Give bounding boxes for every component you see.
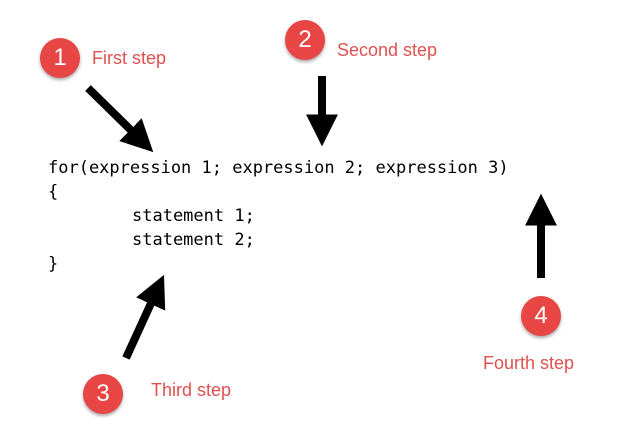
code-line-close-brace: } bbox=[48, 254, 59, 274]
step-4-label: Fourth step bbox=[483, 353, 575, 373]
step-3-badge: 3 bbox=[83, 374, 123, 414]
step-2-badge: 2 bbox=[285, 20, 325, 60]
step-1-label: First step bbox=[92, 48, 167, 68]
step-3-label: Third step bbox=[151, 380, 232, 400]
arrow-step-1 bbox=[85, 85, 154, 153]
code-line-statement-1: statement 1; bbox=[132, 206, 255, 226]
step-2-label: Second step bbox=[337, 40, 438, 60]
code-line-open-brace: { bbox=[48, 182, 59, 202]
step-1-badge: 1 bbox=[40, 38, 80, 78]
code-line-statement-2: statement 2; bbox=[132, 230, 255, 250]
arrow-step-3 bbox=[122, 274, 166, 360]
step-4-badge: 4 bbox=[521, 296, 561, 336]
code-line-for-header: for(expression 1; expression 2; expressi… bbox=[48, 158, 509, 178]
